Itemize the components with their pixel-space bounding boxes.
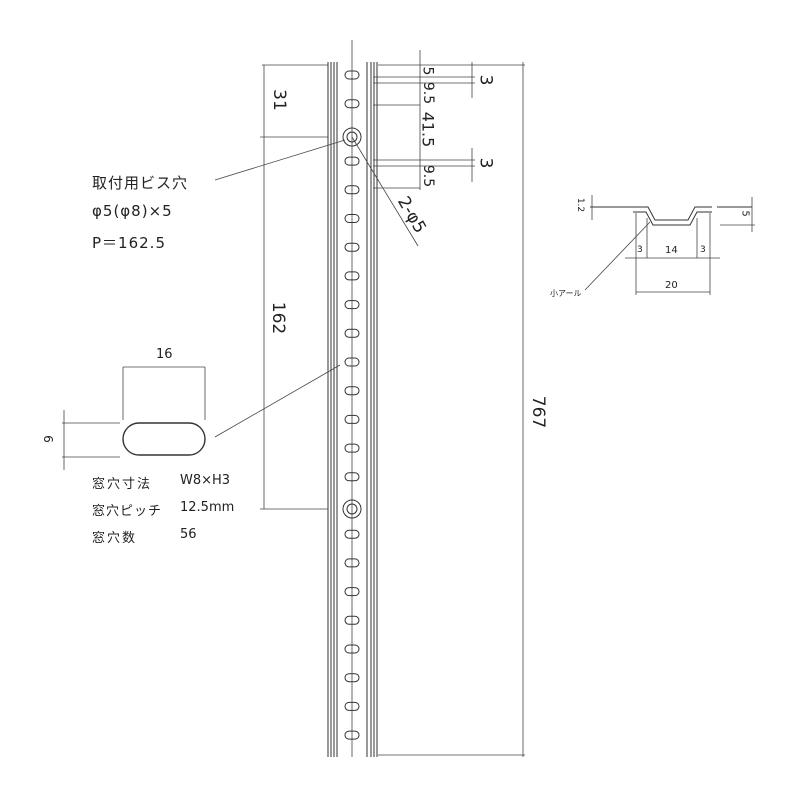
mount-note-line2: φ5(φ8)×5 (92, 202, 173, 220)
section-radius-note: 小アール (550, 289, 582, 298)
rail-slot (344, 99, 360, 109)
rail-slot (344, 615, 360, 625)
dim-slot-height: 6 (40, 435, 55, 443)
dim-slot-width: 16 (156, 347, 173, 362)
spec-pitch-value: 12.5mm (180, 500, 235, 515)
section-dim-20: 20 (665, 280, 678, 291)
section-dim-3-right: 3 (700, 245, 706, 255)
rail-slot (344, 730, 360, 740)
rail-slot (344, 701, 360, 711)
rail-slot (344, 472, 360, 482)
rail-slot (344, 443, 360, 453)
dim-9-5-bottom: 9.5 (420, 164, 437, 188)
dim-31: 31 (268, 89, 289, 111)
spec-count-value: 56 (180, 527, 197, 542)
rail-slot (344, 386, 360, 396)
mount-hole-bottom (342, 499, 362, 519)
rail-slot (344, 70, 360, 80)
spec-size-value: W8×H3 (180, 473, 231, 488)
rail-slot (344, 185, 360, 195)
rail-slots (344, 70, 360, 740)
dim-9-5-top: 9.5 (420, 81, 437, 105)
dim-3-bottom: 3 (475, 157, 496, 169)
rail-slot (344, 357, 360, 367)
rail-slot (344, 328, 360, 338)
rail-slot (344, 558, 360, 568)
section-dim-1-2: 1.2 (575, 197, 586, 213)
cross-section (584, 195, 755, 295)
section-dim-5: 5 (739, 210, 751, 217)
mount-note-line1: 取付用ビス穴 (92, 174, 189, 192)
rail-slot (344, 673, 360, 683)
dim-162: 162 (268, 301, 289, 335)
mount-hole-top (342, 127, 362, 147)
spec-pitch-label: 窓穴ピッチ (92, 504, 163, 519)
rail-slot (344, 414, 360, 424)
rail (327, 40, 378, 757)
rail-slot (344, 644, 360, 654)
section-dim-14: 14 (665, 245, 678, 256)
rail-slot (344, 271, 360, 281)
dim-41-5: 41.5 (418, 111, 438, 148)
dimension-lines (214, 50, 525, 757)
spec-count-label: 窓穴数 (92, 531, 138, 546)
slot-detail (62, 366, 206, 470)
spec-size-label: 窓穴寸法 (92, 477, 153, 492)
rail-slot (344, 587, 360, 597)
dim-3-top: 3 (475, 74, 496, 86)
rail-slot (344, 214, 360, 223)
rail-slot (344, 242, 360, 252)
dim-5: 5 (419, 66, 436, 76)
mount-note-line3: P＝162.5 (92, 234, 166, 252)
rail-slot (344, 300, 360, 310)
dim-767: 767 (528, 395, 549, 429)
rail-slot (344, 156, 360, 166)
section-dim-3-left: 3 (637, 245, 643, 255)
rail-slot (344, 529, 360, 539)
